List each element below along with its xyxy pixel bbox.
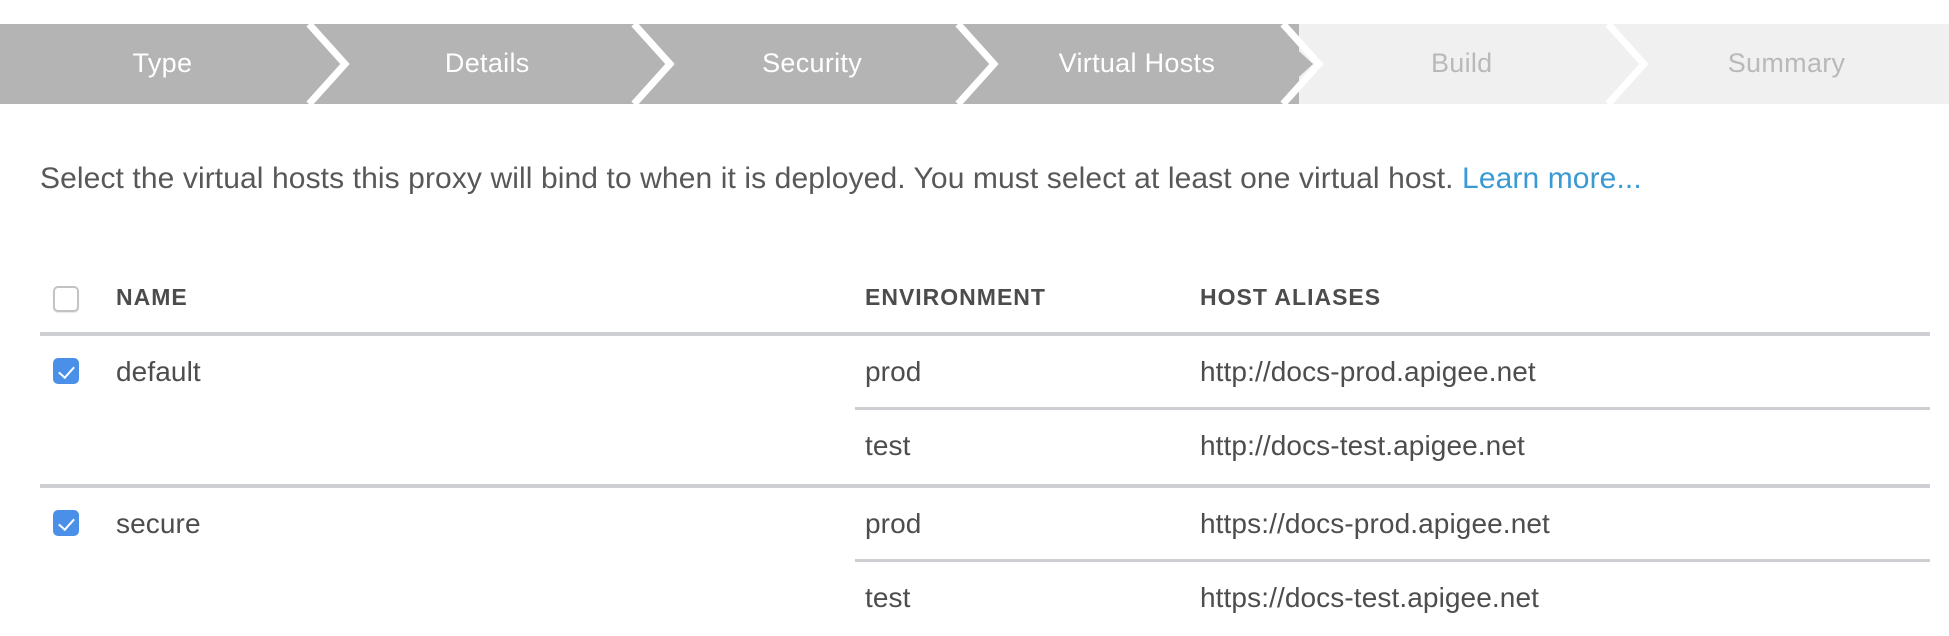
stepper-step-label: Summary [1727,47,1846,78]
select-all-checkbox[interactable] [53,286,79,312]
stepper-step-label: Build [1430,47,1493,78]
page-description: Select the virtual hosts this proxy will… [40,158,1642,200]
cell-name: secure [116,508,201,539]
table-header-row: NAME ENVIRONMENT HOST ALIASES [40,272,1930,332]
stepper-step-summary[interactable]: Summary [1624,24,1949,104]
page-description-text: Select the virtual hosts this proxy will… [40,162,1463,195]
cell-host-alias: http://docs-prod.apigee.net [1200,356,1536,387]
virtual-hosts-table: NAME ENVIRONMENT HOST ALIASES default pr… [40,272,1930,636]
table-row[interactable]: test http://docs-test.apigee.net [40,410,1930,484]
learn-more-link[interactable]: Learn more... [1462,162,1642,195]
cell-name: default [116,356,201,387]
table-row[interactable]: default prod http://docs-prod.apigee.net [40,336,1930,410]
stepper-step-security[interactable]: Security [649,24,1000,104]
row-checkbox-default[interactable] [53,358,79,384]
stepper-step-label: Type [132,47,193,78]
column-header-host-aliases: HOST ALIASES [1200,284,1382,310]
stepper-step-type[interactable]: Type [0,24,350,104]
cell-host-alias: http://docs-test.apigee.net [1200,430,1525,461]
cell-host-alias: https://docs-prod.apigee.net [1200,508,1550,539]
stepper-step-details[interactable]: Details [324,24,675,104]
cell-host-alias: https://docs-test.apigee.net [1200,582,1540,613]
stepper-step-label: Virtual Hosts [1058,47,1216,78]
table-row-group-secure: secure prod https://docs-prod.apigee.net… [40,488,1930,636]
row-inner-divider [855,407,1930,410]
cell-environment: prod [865,508,922,539]
table-row[interactable]: secure prod https://docs-prod.apigee.net [40,488,1930,562]
stepper-step-virtual-hosts[interactable]: Virtual Hosts [974,24,1325,104]
stepper-step-label: Security [762,47,863,78]
table-row[interactable]: test https://docs-test.apigee.net [40,562,1930,636]
row-inner-divider [855,559,1930,562]
cell-environment: test [865,430,911,461]
table-header-divider [40,332,1930,336]
table-group-divider [40,484,1930,488]
wizard-stepper: Type Details Security Virtual Hosts Buil… [0,24,1949,104]
cell-environment: test [865,582,911,613]
cell-environment: prod [865,356,922,387]
column-header-name: NAME [116,284,188,310]
column-header-environment: ENVIRONMENT [865,284,1046,310]
row-checkbox-secure[interactable] [53,510,79,536]
stepper-step-label: Details [444,47,530,78]
table-row-group-default: default prod http://docs-prod.apigee.net… [40,336,1930,484]
stepper-step-build[interactable]: Build [1299,24,1649,104]
